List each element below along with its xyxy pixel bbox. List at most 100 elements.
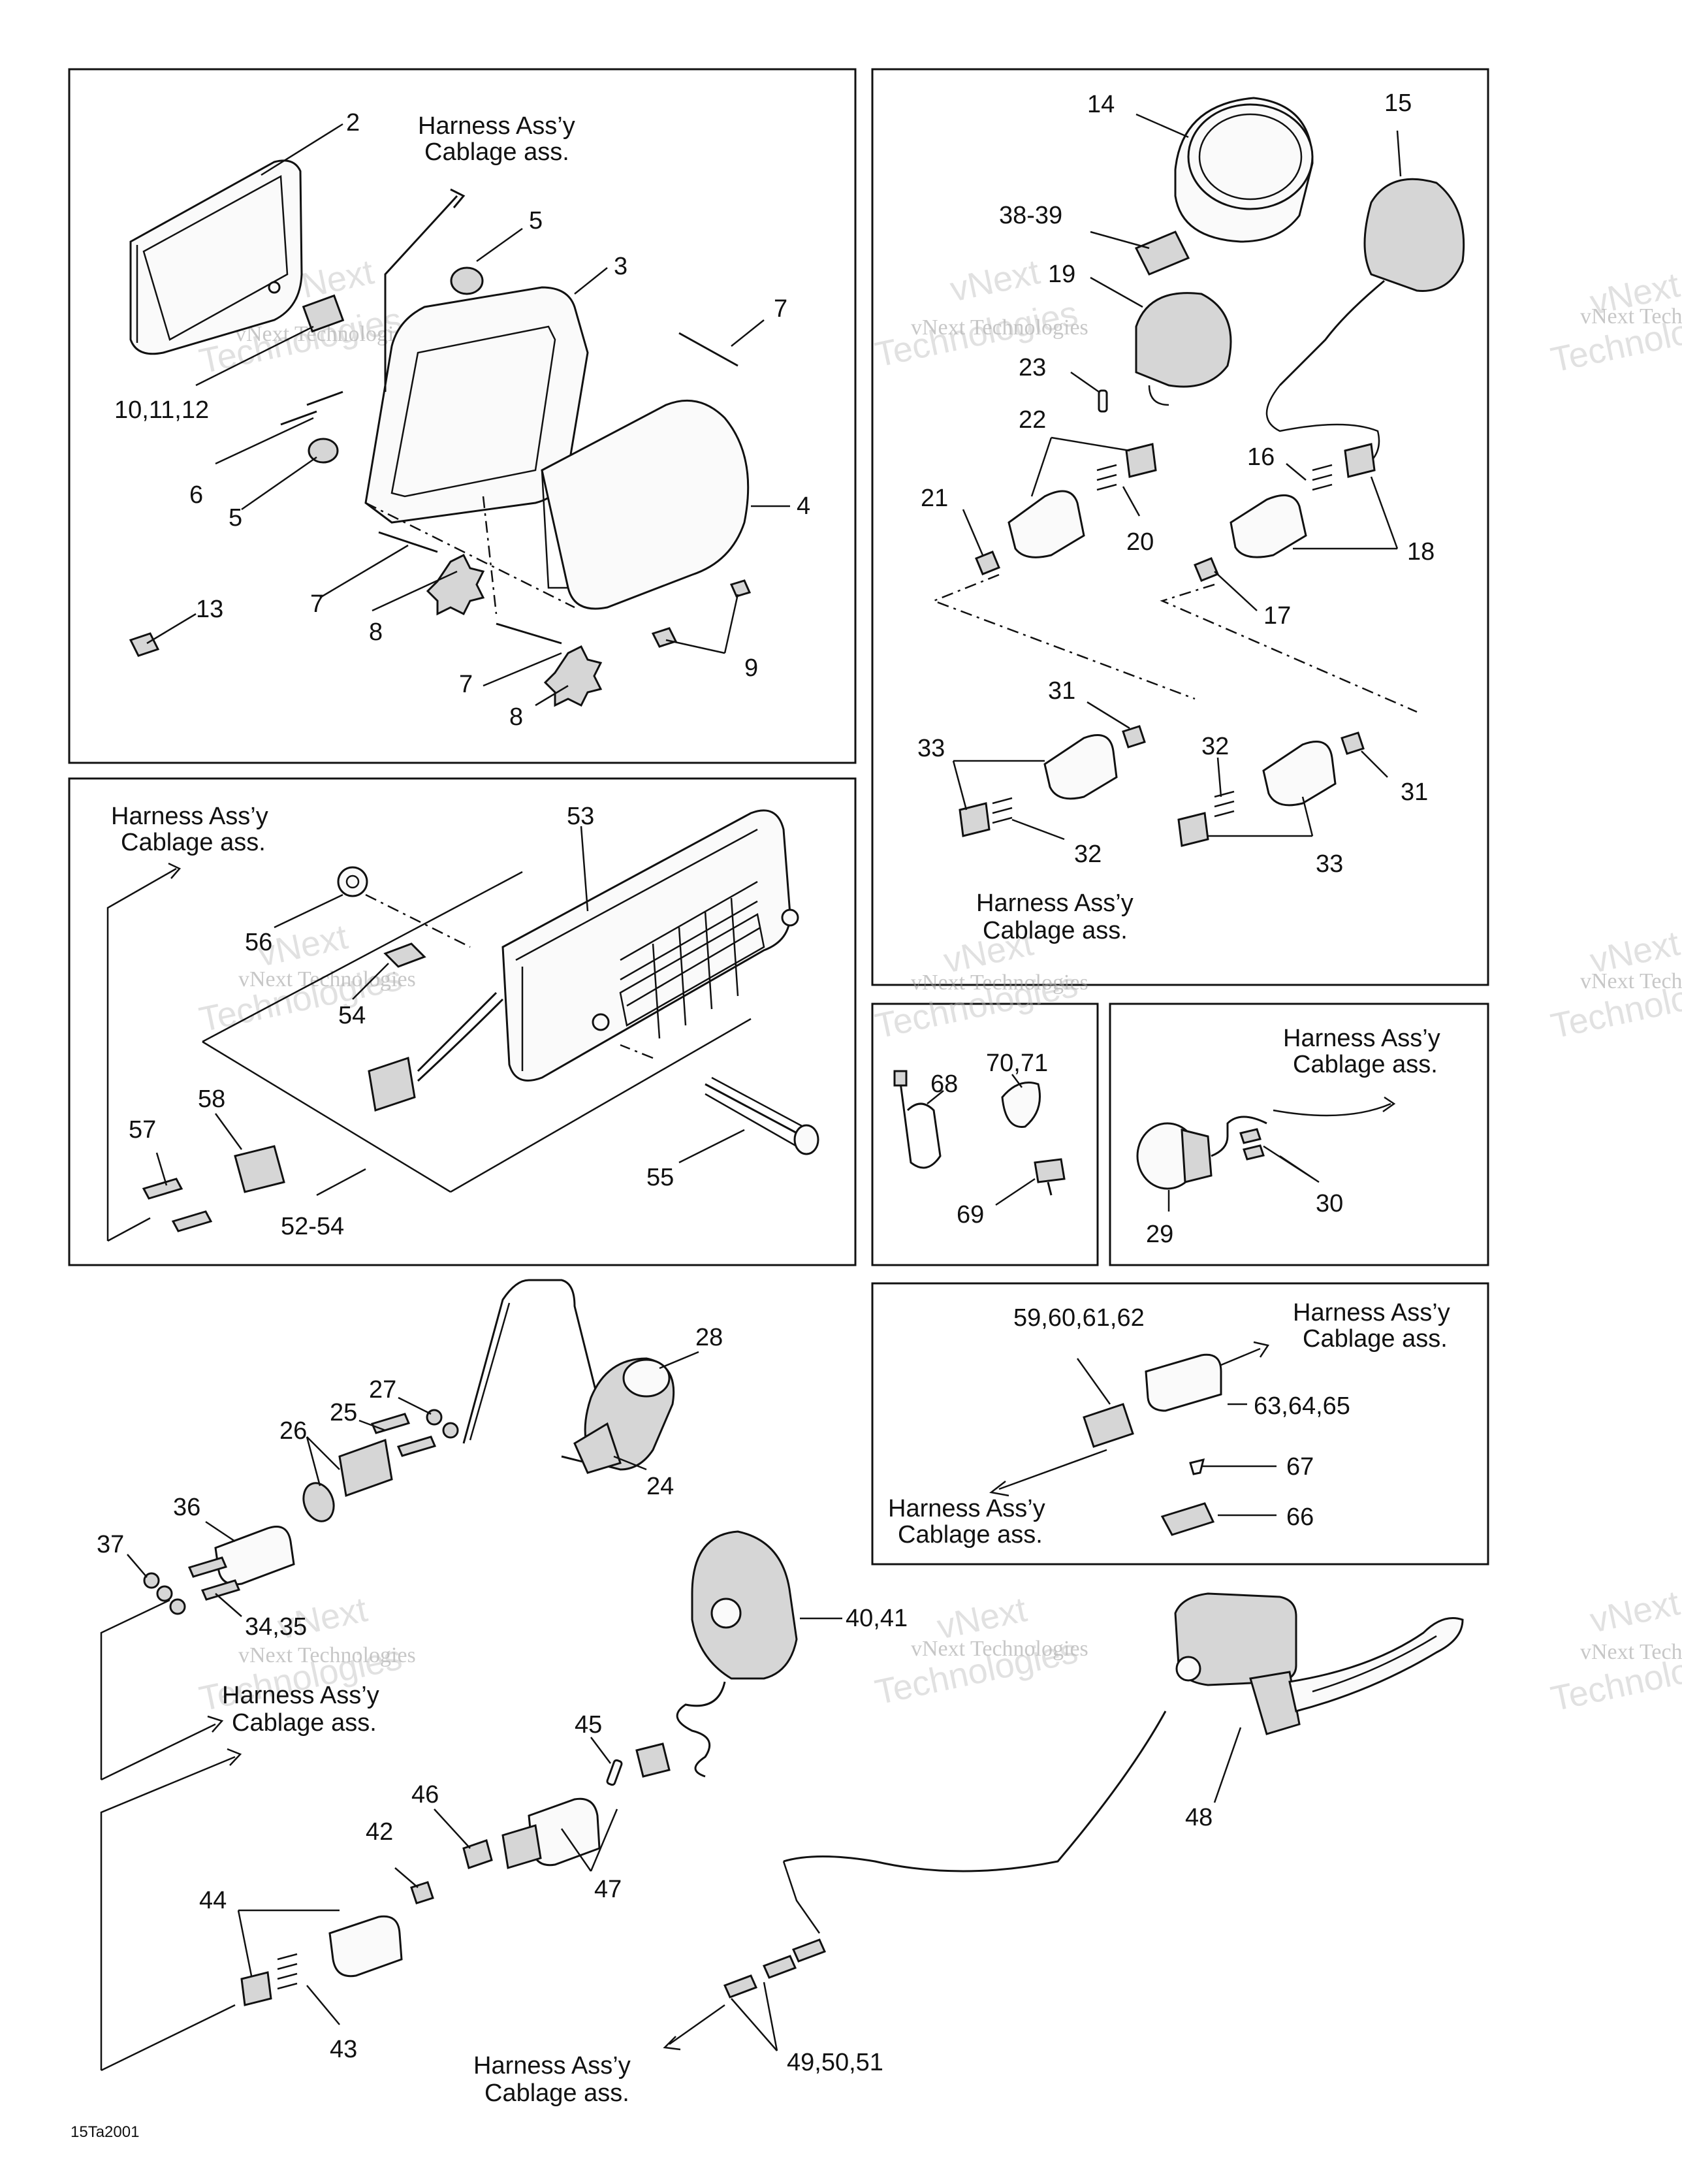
svg-text:16: 16 xyxy=(1247,443,1275,471)
callouts-panel-2: 14 15 38-39 19 23 22 16 21 20 18 17 31 3… xyxy=(917,89,1435,878)
svg-text:31: 31 xyxy=(1048,677,1075,705)
svg-text:22: 22 xyxy=(1019,406,1046,434)
svg-text:43: 43 xyxy=(330,2036,357,2063)
svg-text:33: 33 xyxy=(1316,850,1343,878)
svg-text:6: 6 xyxy=(189,481,203,509)
svg-text:34,35: 34,35 xyxy=(245,1613,307,1641)
harness-label-1b: Cablage ass. xyxy=(424,138,569,166)
harness-label-3: Harness Ass’y xyxy=(111,803,268,830)
svg-text:8: 8 xyxy=(369,618,383,646)
svg-text:28: 28 xyxy=(695,1324,723,1351)
panel-gauges xyxy=(871,68,1489,986)
svg-text:59,60,61,62: 59,60,61,62 xyxy=(1013,1304,1145,1332)
svg-text:7: 7 xyxy=(310,590,324,618)
svg-text:vNext Technologies: vNext Technologies xyxy=(1580,1640,1682,1664)
svg-text:18: 18 xyxy=(1407,538,1435,566)
svg-text:33: 33 xyxy=(917,735,945,762)
svg-text:55: 55 xyxy=(646,1164,674,1191)
svg-text:27: 27 xyxy=(369,1376,396,1404)
svg-text:vNext Technologies: vNext Technologies xyxy=(238,1643,416,1667)
svg-text:13: 13 xyxy=(196,596,223,623)
svg-text:49,50,51: 49,50,51 xyxy=(787,2049,883,2076)
svg-text:69: 69 xyxy=(957,1201,984,1228)
svg-text:15: 15 xyxy=(1384,89,1412,117)
svg-text:29: 29 xyxy=(1146,1221,1173,1248)
svg-text:vNext: vNext xyxy=(1587,1583,1682,1640)
svg-text:vNext Technologies: vNext Technologies xyxy=(1580,304,1682,329)
svg-text:5: 5 xyxy=(529,207,543,234)
svg-text:47: 47 xyxy=(594,1876,622,1903)
svg-text:7: 7 xyxy=(774,295,787,323)
svg-text:19: 19 xyxy=(1048,261,1075,288)
svg-text:10,11,12: 10,11,12 xyxy=(114,396,209,424)
svg-text:37: 37 xyxy=(97,1531,124,1558)
svg-text:26: 26 xyxy=(279,1417,307,1445)
harness-label-5: Harness Ass’y xyxy=(1293,1299,1450,1326)
svg-text:5: 5 xyxy=(229,504,242,532)
svg-text:23: 23 xyxy=(1019,354,1046,381)
svg-text:53: 53 xyxy=(567,803,594,830)
harness-label-3b: Cablage ass. xyxy=(121,829,266,856)
harness-label-7: Harness Ass’y xyxy=(222,1682,379,1709)
svg-text:31: 31 xyxy=(1401,779,1428,806)
panel-ties xyxy=(871,1003,1099,1266)
svg-text:67: 67 xyxy=(1286,1453,1314,1481)
callouts-bottom-mid: 40,41 45 46 42 47 44 43 xyxy=(199,1605,908,2063)
callouts-panel-5: 29 30 xyxy=(1146,1190,1343,1248)
harness-label-7b: Cablage ass. xyxy=(232,1709,377,1737)
svg-text:38-39: 38-39 xyxy=(999,202,1062,229)
svg-text:4: 4 xyxy=(797,492,810,520)
panel-connectors xyxy=(871,1282,1489,1566)
callouts-panel-6: 59,60,61,62 63,64,65 67 66 xyxy=(1013,1304,1350,1531)
svg-text:vNext: vNext xyxy=(947,252,1043,309)
indicator-assembly: Harness Ass’y Cablage ass. xyxy=(1136,1025,1440,1212)
svg-text:32: 32 xyxy=(1074,841,1102,868)
gauges-assembly: Harness Ass’y Cablage ass. xyxy=(931,97,1465,944)
svg-text:44: 44 xyxy=(199,1887,227,1914)
harness-label-2b: Cablage ass. xyxy=(983,917,1128,944)
harness-label-8b: Cablage ass. xyxy=(484,2080,629,2107)
svg-text:52-54: 52-54 xyxy=(281,1213,344,1240)
ties-assembly xyxy=(893,1070,1066,1206)
svg-text:vNext Technologies: vNext Technologies xyxy=(1580,969,1682,993)
svg-text:48: 48 xyxy=(1185,1804,1213,1831)
svg-text:20: 20 xyxy=(1126,528,1154,556)
svg-text:66: 66 xyxy=(1286,1503,1314,1531)
handlebar-switch-assembly xyxy=(101,1530,842,2072)
ignition-switch-assembly: Harness Ass’y Cablage ass. xyxy=(100,1279,699,2070)
harness-label-4b: Cablage ass. xyxy=(1293,1051,1438,1078)
callouts-panel-1: 2 5 3 7 4 10,11,12 6 5 7 8 13 7 8 9 xyxy=(114,109,810,731)
svg-text:54: 54 xyxy=(338,1002,366,1029)
headlight-assembly: Harness Ass’y Cablage ass. xyxy=(129,112,790,707)
svg-text:3: 3 xyxy=(614,253,627,280)
svg-text:vNext Technologies: vNext Technologies xyxy=(238,967,416,991)
callouts-bottom-right: 48 49,50,51 xyxy=(787,1804,1213,2076)
svg-text:68: 68 xyxy=(930,1070,958,1098)
svg-text:9: 9 xyxy=(744,654,758,682)
harness-label-6b: Cablage ass. xyxy=(898,1521,1043,1549)
harness-label-4: Harness Ass’y xyxy=(1283,1025,1440,1052)
brake-lever-assembly: Harness Ass’y Cablage ass. xyxy=(473,1592,1464,2107)
svg-text:46: 46 xyxy=(411,1781,439,1808)
svg-text:58: 58 xyxy=(198,1085,225,1113)
svg-text:17: 17 xyxy=(1263,602,1291,630)
svg-text:21: 21 xyxy=(921,485,948,512)
svg-text:vNext Technologies: vNext Technologies xyxy=(911,971,1088,995)
svg-text:63,64,65: 63,64,65 xyxy=(1254,1392,1350,1420)
svg-text:70,71: 70,71 xyxy=(986,1050,1048,1077)
svg-text:30: 30 xyxy=(1316,1190,1343,1217)
harness-label-2: Harness Ass’y xyxy=(976,890,1134,917)
svg-text:8: 8 xyxy=(509,703,523,731)
callouts-bottom-left: 28 27 25 26 24 36 37 34,35 xyxy=(97,1324,723,1641)
drawing-code: 15Ta2001 xyxy=(71,2123,139,2141)
connectors-assembly: Harness Ass’y Cablage ass. Harness Ass’y… xyxy=(888,1299,1450,1549)
taillight-grille xyxy=(619,880,765,1039)
harness-label-1: Harness Ass’y xyxy=(418,112,575,140)
svg-text:2: 2 xyxy=(346,109,360,136)
callouts-panel-4: 68 70,71 69 xyxy=(930,1050,1048,1228)
svg-text:Technologies: Technologies xyxy=(872,294,1081,375)
svg-text:vNext Technologies: vNext Technologies xyxy=(911,315,1088,340)
callouts-panel-3: 53 56 54 55 58 57 52-54 xyxy=(129,803,674,1240)
harness-label-5b: Cablage ass. xyxy=(1303,1325,1448,1353)
